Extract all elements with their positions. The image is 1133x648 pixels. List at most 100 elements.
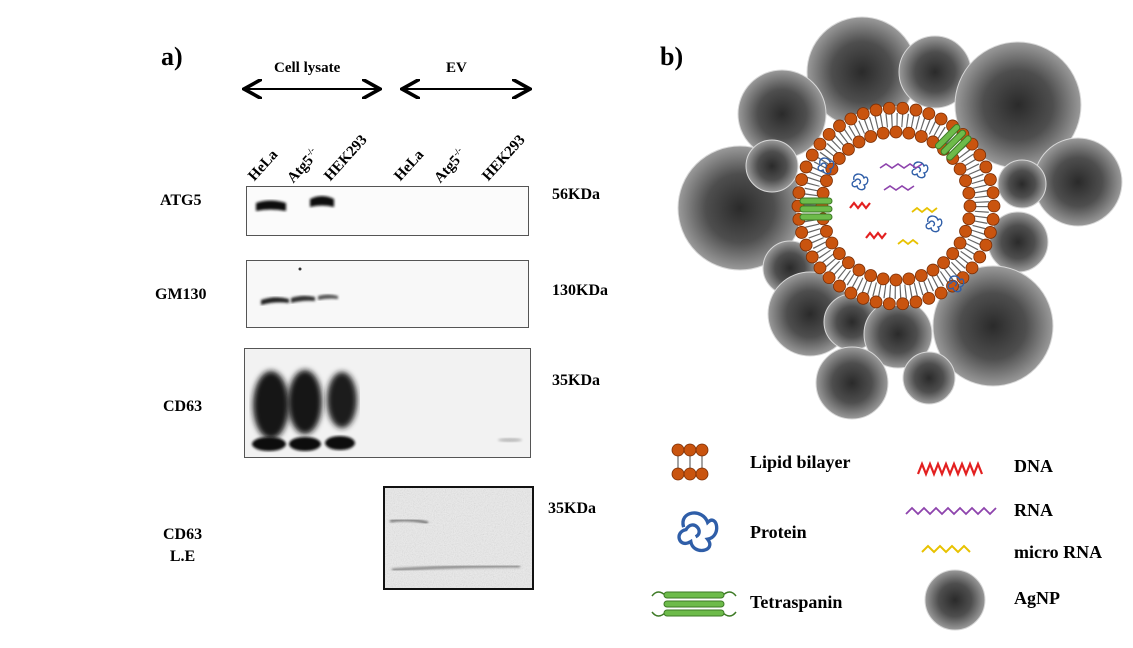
- agnp: [1033, 137, 1123, 227]
- lipid-head: [813, 137, 827, 151]
- lipid-head: [934, 112, 948, 126]
- agnp: [902, 351, 956, 405]
- legend-protein-icon: [677, 511, 719, 553]
- lipid-head: [844, 286, 858, 300]
- band-atg5-hek293: [310, 196, 334, 207]
- lipid-head: [902, 126, 916, 140]
- legend-agnp-label: AgNP: [1014, 588, 1060, 608]
- lipid-head: [973, 148, 987, 162]
- legend-mirna-icon: [921, 544, 971, 554]
- size-label-gm130: 130KDa: [552, 282, 608, 299]
- lipid-head: [856, 291, 870, 305]
- size-label-cd63: 35KDa: [552, 372, 600, 389]
- row-label-cd63: CD63: [163, 398, 203, 415]
- lipid-head: [914, 269, 928, 282]
- lipid-bilayer-outer-tails: [803, 113, 989, 299]
- band-cd63-le-top: [389, 518, 429, 525]
- lipid-head: [816, 186, 830, 200]
- lipid-head: [973, 250, 987, 264]
- lipid-head: [795, 173, 809, 186]
- cd63-le-grain: [385, 488, 532, 588]
- lipid-head: [937, 256, 950, 270]
- lipid-head: [922, 291, 936, 305]
- lipid-head: [979, 160, 993, 174]
- legend-lipid-icon: [671, 443, 709, 481]
- speck-gm130: [298, 267, 302, 271]
- lipid-head: [983, 173, 997, 186]
- size-label-cd63-le: 35KDa: [548, 500, 596, 517]
- cell-lysate-label: Cell lysate: [274, 60, 341, 76]
- blot-gm130: [246, 260, 529, 328]
- lipid-head: [909, 103, 923, 117]
- legend-dna-icon: [916, 461, 984, 477]
- lipid-head: [986, 212, 1000, 226]
- lipid-head: [820, 224, 833, 238]
- lipid-head: [914, 130, 928, 143]
- lipid-head: [813, 261, 827, 275]
- lipid-head: [926, 263, 940, 277]
- agnp: [745, 139, 799, 193]
- legend-tetraspanin-icon: [651, 591, 737, 617]
- agnp: [932, 265, 1054, 387]
- lipid-head: [946, 247, 960, 260]
- lipid-head: [963, 199, 977, 213]
- lipid-head: [833, 279, 846, 293]
- lipid-head: [799, 160, 813, 174]
- lipid-head: [869, 295, 883, 309]
- band-gm130-hek293: [318, 294, 338, 300]
- tetraspanin-2: [934, 123, 972, 161]
- lipid-head: [909, 295, 923, 309]
- band-cd63-low-hela: [252, 437, 286, 451]
- lipid-head: [882, 297, 896, 311]
- agnp: [997, 159, 1047, 209]
- lipid-head: [799, 238, 813, 252]
- legend-dna-label: DNA: [1014, 456, 1053, 476]
- legend-rna-icon: [905, 506, 997, 516]
- lipid-head: [882, 101, 896, 115]
- band-cd63-low-hek293: [325, 436, 355, 450]
- agnp: [815, 346, 889, 420]
- smear-cd63-hela: [253, 371, 289, 439]
- row-label-gm130: GM130: [155, 286, 207, 303]
- agnp-cluster: [677, 16, 1123, 420]
- rna-strand: [879, 163, 923, 169]
- lipid-head: [889, 125, 903, 139]
- lipid-head: [962, 212, 976, 226]
- lipid-head: [852, 135, 866, 149]
- smear-cd63-hek293: [327, 372, 357, 428]
- row-label-atg5: ATG5: [160, 192, 202, 209]
- legend-lipid-label: Lipid bilayer: [750, 452, 851, 472]
- lipid-head: [822, 127, 836, 141]
- lipid-head: [864, 130, 878, 143]
- lipid-head: [902, 272, 916, 286]
- band-atg5-hela: [256, 200, 286, 211]
- lipid-head: [896, 101, 910, 115]
- dna-strand: [865, 231, 887, 240]
- lipid-head: [869, 103, 883, 117]
- lipid-head: [832, 247, 846, 260]
- ev-label: EV: [446, 60, 467, 76]
- lipid-head: [953, 236, 967, 250]
- panel-b-letter: b): [660, 42, 684, 71]
- lipid-head: [934, 286, 948, 300]
- size-label-atg5: 56KDa: [552, 186, 600, 203]
- lipid-head: [856, 107, 870, 121]
- row-label-cd63-le: CD63 L.E: [163, 526, 203, 565]
- lipid-head: [852, 263, 866, 277]
- lipid-head: [896, 297, 910, 311]
- lipid-head: [987, 199, 1001, 213]
- lipid-head: [805, 148, 819, 162]
- legend-protein-label: Protein: [750, 522, 807, 542]
- lipid-head: [805, 250, 819, 264]
- lipid-head: [922, 107, 936, 121]
- lipid-head: [979, 238, 993, 252]
- lipid-head: [864, 269, 878, 282]
- lipid-head: [986, 186, 1000, 200]
- band-gm130-hela: [261, 297, 289, 305]
- band-gm130-atg5: [291, 295, 315, 303]
- lipid-head: [842, 142, 855, 156]
- lipid-head: [876, 126, 890, 140]
